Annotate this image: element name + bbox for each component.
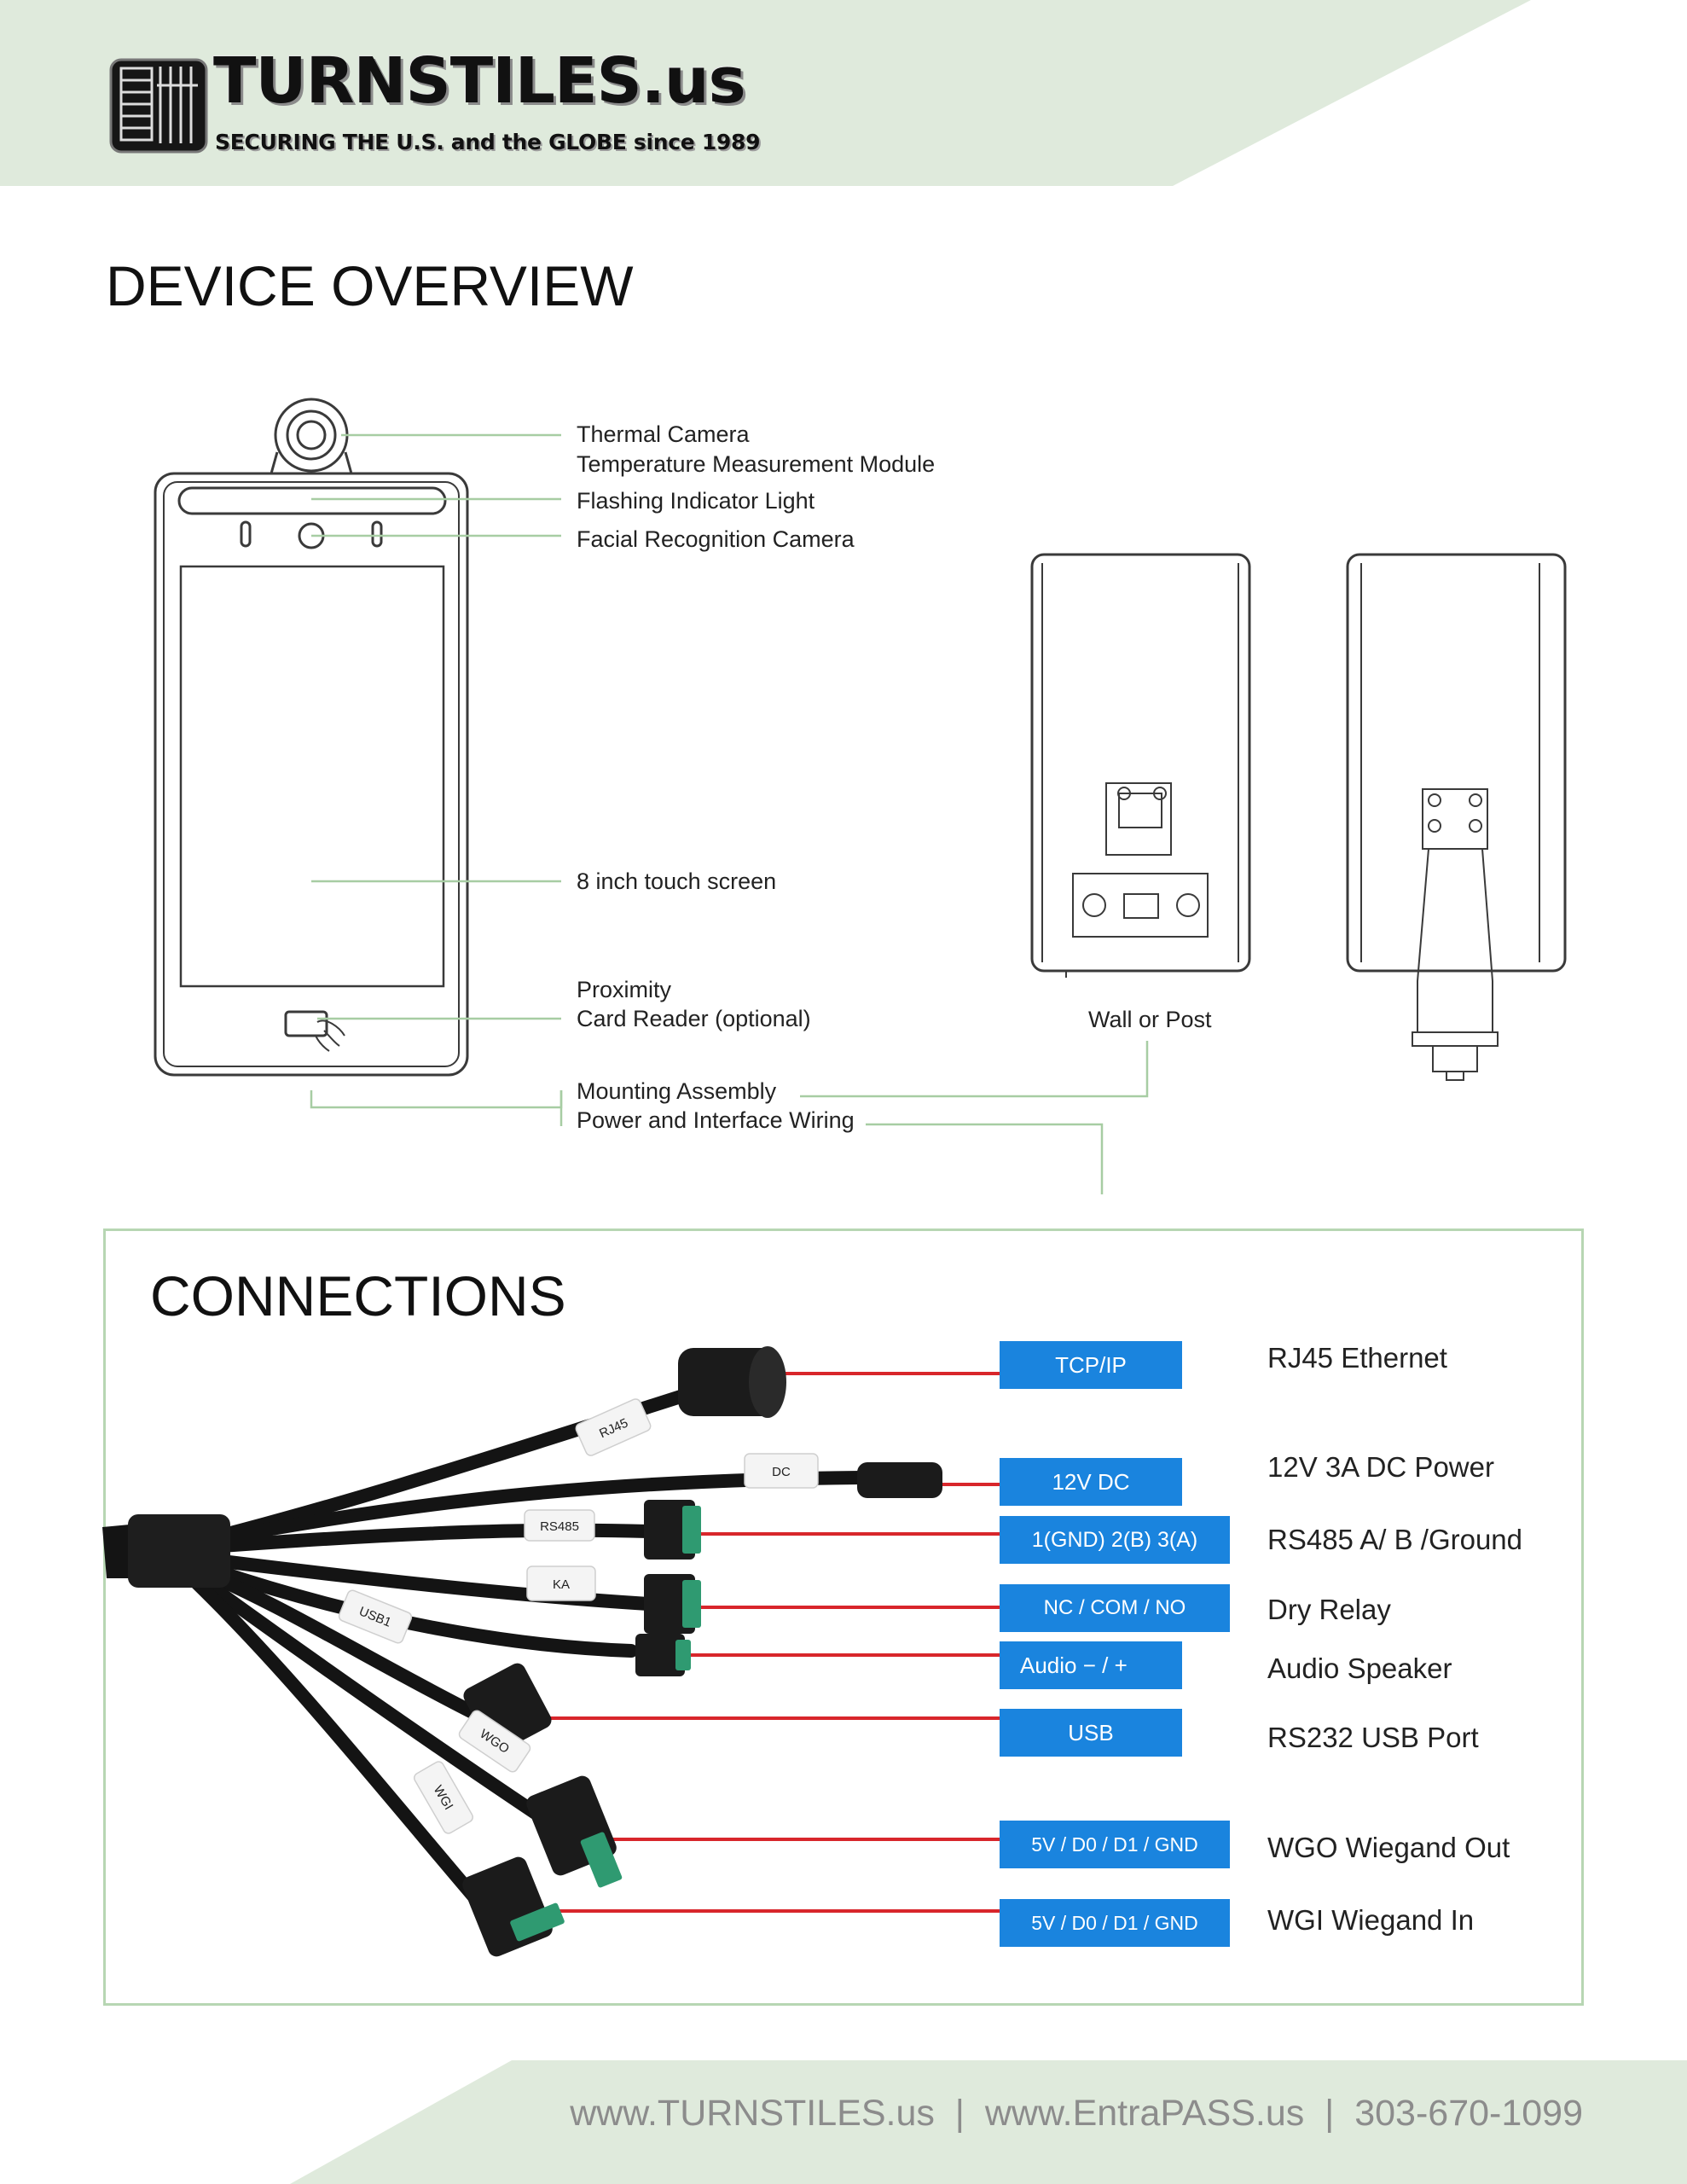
callout-mounting-assembly: Mounting Assembly (577, 1078, 777, 1104)
header-band (0, 0, 1531, 186)
pill-12v-dc: 12V DC (1000, 1458, 1182, 1506)
label-dry-relay: Dry Relay (1267, 1594, 1391, 1625)
callout-thermal-camera: Thermal Camera (577, 421, 750, 447)
pill-wiegand-out: 5V / D0 / D1 / GND (1000, 1821, 1230, 1868)
callout-facial-camera: Facial Recognition Camera (577, 526, 855, 552)
connections-title: CONNECTIONS (150, 1264, 566, 1327)
brand-logo-text: TURNSTILES.us (213, 44, 746, 118)
brand-tagline: SECURING THE U.S. and the GLOBE since 19… (215, 130, 761, 154)
callout-card-reader: Card Reader (optional) (577, 1006, 811, 1031)
pill-rs485: 1(GND) 2(B) 3(A) (1000, 1516, 1230, 1564)
label-wiegand-in: WGI Wiegand In (1267, 1904, 1475, 1936)
callout-touch-screen: 8 inch touch screen (577, 868, 777, 894)
label-rj45-ethernet: RJ45 Ethernet (1267, 1342, 1447, 1374)
callout-power-wiring: Power and Interface Wiring (577, 1107, 855, 1133)
callout-wall-or-post: Wall or Post (1088, 1007, 1212, 1032)
connections-panel (103, 1228, 1584, 2006)
cable-tag-ka: KA (553, 1577, 570, 1592)
device-overview-title: DEVICE OVERVIEW (106, 254, 634, 317)
callout-proximity: Proximity (577, 977, 672, 1002)
cable-tag-rs485: RS485 (540, 1519, 579, 1534)
label-rs485: RS485 A/ B /Ground (1267, 1524, 1523, 1555)
footer-contact: www.TURNSTILES.us | www.EntraPASS.us | 3… (570, 2093, 1583, 2134)
turnstile-logo-icon (109, 58, 208, 154)
pill-tcp-ip: TCP/IP (1000, 1341, 1182, 1389)
pill-audio: Audio − / + (1000, 1641, 1182, 1689)
footer-band (290, 2060, 1687, 2184)
callout-temperature-module: Temperature Measurement Module (577, 451, 936, 477)
callout-flashing-light: Flashing Indicator Light (577, 488, 815, 514)
pill-wiegand-in: 5V / D0 / D1 / GND (1000, 1899, 1230, 1947)
label-audio-speaker: Audio Speaker (1267, 1653, 1452, 1684)
cable-tag-dc: DC (772, 1465, 791, 1479)
device-drawing (154, 398, 1567, 1194)
pill-usb: USB (1000, 1709, 1182, 1757)
label-wiegand-out: WGO Wiegand Out (1267, 1832, 1510, 1863)
cable-harness: RJ45 DC RS485 KA USB1 WGO WGI (102, 1346, 1000, 1957)
label-usb-port: RS232 USB Port (1267, 1722, 1479, 1753)
pill-dry-relay: NC / COM / NO (1000, 1584, 1230, 1632)
label-dc-power: 12V 3A DC Power (1267, 1451, 1494, 1483)
